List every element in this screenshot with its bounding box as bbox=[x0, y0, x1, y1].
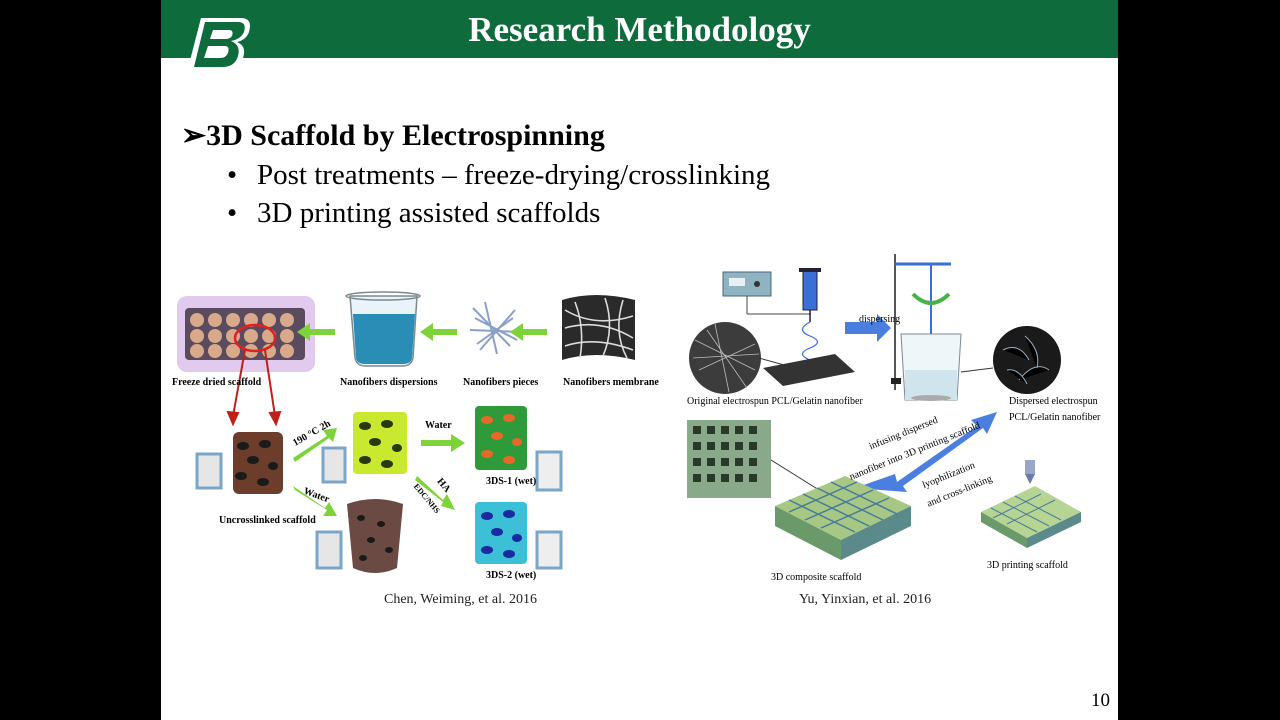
bullet-dot-icon: • bbox=[227, 159, 238, 191]
bullet-item: • Post treatments – freeze-drying/crossli… bbox=[227, 159, 770, 192]
dispersed-fiber-sem-image bbox=[960, 326, 1061, 394]
slide-title: Research Methodology bbox=[468, 10, 811, 49]
section-heading: ➢3D Scaffold by Electrospinning bbox=[181, 118, 605, 153]
bullet-dot-icon: • bbox=[227, 197, 238, 229]
original-fiber-sem-image bbox=[689, 322, 796, 394]
printed-lattice-image bbox=[687, 420, 836, 501]
infusing-arrow bbox=[855, 412, 997, 492]
original-fiber-label: Original electrospun PCL/Gelatin nanofib… bbox=[687, 396, 863, 407]
ds1-label: 3DS-1 (wet) bbox=[486, 476, 537, 487]
composite-scaffold-label: 3D composite scaffold bbox=[771, 572, 862, 583]
uncrosslinked-label: Uncrosslinked scaffold bbox=[219, 515, 316, 526]
syringe-image bbox=[799, 268, 821, 373]
composite-scaffold-image bbox=[775, 476, 911, 560]
beaker-dispersion-image bbox=[345, 291, 421, 367]
dispersing-label: dispersing bbox=[859, 314, 901, 325]
stirring-beaker-image bbox=[891, 254, 962, 401]
bullet-text: Post treatments – freeze-drying/crosslin… bbox=[257, 159, 771, 191]
printing-scaffold-image bbox=[981, 460, 1081, 548]
red-arrows bbox=[226, 349, 282, 427]
water-treated-scaffold-image bbox=[315, 499, 403, 573]
ds2-label: 3DS-2 (wet) bbox=[486, 570, 537, 581]
printing-assisted-scaffold-figure bbox=[687, 254, 1081, 560]
nanofiber-pieces-image bbox=[469, 301, 521, 355]
page-number: 10 bbox=[1091, 690, 1110, 711]
process-arrows-top bbox=[297, 323, 547, 341]
3ds1-scaffold-image bbox=[475, 406, 563, 492]
nanofiber-membrane-image bbox=[562, 295, 635, 360]
slide-header: Research Methodology bbox=[161, 0, 1118, 72]
left-figure-caption: Chen, Weiming, et al. 2016 bbox=[384, 592, 537, 607]
heading-text: 3D Scaffold by Electrospinning bbox=[206, 119, 605, 152]
process-arrows-lower bbox=[293, 428, 465, 516]
dispersions-label: Nanofibers dispersions bbox=[340, 377, 438, 388]
right-figure-caption: Yu, Yinxian, et al. 2016 bbox=[799, 592, 932, 607]
power-supply-image bbox=[722, 271, 811, 315]
dispersed-fiber-label-1: Dispersed electrospun bbox=[1009, 396, 1098, 407]
water-label-top: Water bbox=[425, 420, 452, 431]
university-logo bbox=[187, 18, 250, 72]
dispersing-arrow bbox=[845, 314, 891, 342]
dispersed-fiber-label-2: PCL/Gelatin nanofiber bbox=[1009, 412, 1101, 423]
pieces-label: Nanofibers pieces bbox=[463, 377, 539, 388]
arrow-bullet-icon: ➢ bbox=[181, 119, 207, 152]
membrane-label: Nanofibers membrane bbox=[563, 377, 659, 388]
electrospinning-process-figure bbox=[177, 291, 635, 573]
freeze-dried-scaffold-image bbox=[177, 296, 315, 372]
bullet-text: 3D printing assisted scaffolds bbox=[257, 197, 601, 229]
heat-treated-scaffold-image bbox=[321, 412, 407, 484]
bullet-item: • 3D printing assisted scaffolds bbox=[227, 197, 600, 230]
3ds2-scaffold-image bbox=[475, 502, 563, 570]
uncrosslinked-scaffold-image bbox=[195, 432, 283, 494]
printing-scaffold-label: 3D printing scaffold bbox=[987, 560, 1068, 571]
freeze-dried-label: Freeze dried scaffold bbox=[172, 377, 262, 388]
slide: Research Methodology ➢3D Scaffold by Ele… bbox=[161, 0, 1118, 720]
collector-sheet-image bbox=[763, 354, 855, 386]
